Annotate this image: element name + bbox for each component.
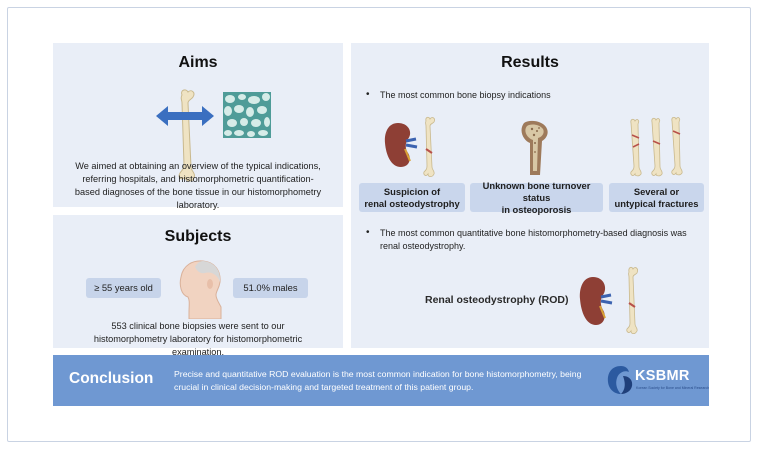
femur-bone-icon — [423, 116, 435, 178]
indication-renal-line2: renal osteodystrophy — [364, 197, 460, 209]
head-profile-icon — [179, 260, 222, 319]
aims-panel: Aims We aimed at obtaining an overview o… — [53, 43, 343, 210]
indication-renal: Suspicion of renal osteodystrophy — [359, 183, 465, 212]
trabecular-bone-icon — [223, 92, 271, 138]
indication-fractures: Several or untypical fractures — [609, 183, 704, 212]
bullet-diagnosis-text: The most common quantitative bone histom… — [380, 228, 687, 251]
diagnosis-label: Renal osteodystrophy (ROD) — [425, 294, 569, 306]
conclusion-bar: Conclusion Precise and quantitative ROD … — [53, 355, 709, 406]
kidney-icon — [579, 277, 613, 325]
conclusion-title: Conclusion — [69, 370, 154, 387]
indication-osteoporosis-line2: in osteoporosis — [501, 203, 572, 215]
double-arrow-icon — [156, 106, 214, 126]
aims-title: Aims — [178, 54, 218, 71]
ksbmr-logo-mark — [607, 366, 633, 394]
bullet-indications-text: The most common bone biopsy indications — [380, 90, 551, 100]
ksbmr-logo-text: KSBMR — [635, 368, 690, 384]
aims-text: We aimed at obtaining an overview of the… — [74, 161, 322, 210]
ksbmr-logo-subtitle: Korean Society for Bone and Mineral Rese… — [636, 386, 710, 390]
bullet-indications: • The most common bone biopsy indication… — [366, 89, 696, 102]
age-badge: ≥ 55 years old — [86, 278, 161, 298]
bullet-diagnosis: • The most common quantitative bone hist… — [366, 227, 696, 252]
osteoporotic-femur-icon — [521, 120, 548, 175]
indication-fractures-line2: untypical fractures — [614, 197, 699, 209]
conclusion-text: Precise and quantitative ROD evaluation … — [174, 369, 582, 392]
subjects-panel: Subjects ≥ 55 years old 51.0% males 553 … — [53, 215, 343, 357]
bullet-dot: • — [366, 89, 370, 100]
indication-fractures-line1: Several or — [633, 185, 680, 197]
indication-osteoporosis-line1: Unknown bone turnover status — [482, 179, 591, 203]
kidney-icon — [384, 123, 418, 167]
results-title: Results — [501, 54, 559, 71]
subjects-title: Subjects — [164, 228, 232, 245]
indication-renal-line1: Suspicion of — [383, 185, 441, 197]
fractured-bone-icon — [630, 117, 683, 177]
femur-bone-icon — [626, 266, 638, 335]
ksbmr-logo: KSBMR Korean Society for Bone and Minera… — [605, 361, 709, 399]
results-panel: Results • The most common bone biopsy in… — [351, 43, 709, 348]
bullet-dot: • — [366, 227, 370, 238]
males-badge: 51.0% males — [233, 278, 308, 298]
subjects-text: 553 clinical bone biopsies were sent to … — [93, 321, 303, 357]
indication-osteoporosis: Unknown bone turnover status in osteopor… — [470, 179, 603, 215]
